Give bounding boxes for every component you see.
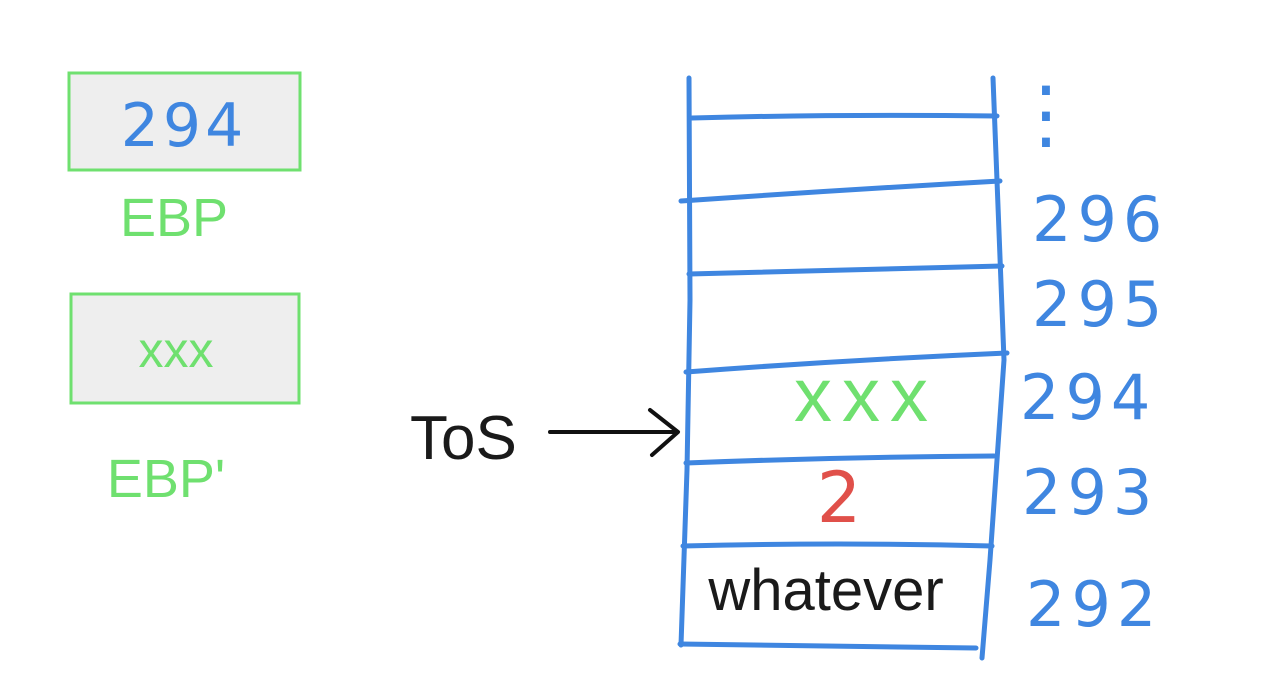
stack-divider [689,112,1000,121]
stack-divider [683,453,997,466]
stack-divider [680,541,995,549]
address-296: 296 [1032,183,1168,256]
register-ebp-box [67,71,302,172]
address-295: 295 [1032,268,1168,341]
stack-divider [677,641,979,651]
register-ebp-label: EBP [120,188,228,248]
register-ebp-prime: xxx EBP' [69,292,301,509]
stack-cell-292-content: whatever [707,558,943,623]
stack-left-wall [678,75,693,648]
stack-right-wall [979,75,1007,661]
address-294: 294 [1020,361,1156,434]
register-ebp-value: 294 [121,91,248,161]
address-292: 292 [1026,568,1162,641]
register-ebp-prime-value: xxx [139,322,214,378]
right-arrow-icon [548,408,680,457]
stack: xxx 2 whatever [677,75,1010,661]
register-ebp-prime-box [69,292,301,405]
stack-divider [678,178,1003,204]
tos-label: ToS [410,404,517,473]
stack-divider [686,263,1005,277]
register-ebp-prime-label: EBP' [107,449,225,509]
register-ebp: 294 EBP [67,71,302,248]
stack-cell-294-content: xxx [794,353,938,438]
stack-divider [683,350,1010,375]
address-293: 293 [1022,456,1158,529]
address-labels: ⋮ 296 295 294 293 292 [1008,69,1168,641]
stack-cell-293-content: 2 [817,457,862,539]
address-ellipsis: ⋮ [1008,69,1084,158]
tos-pointer: ToS [410,404,680,473]
